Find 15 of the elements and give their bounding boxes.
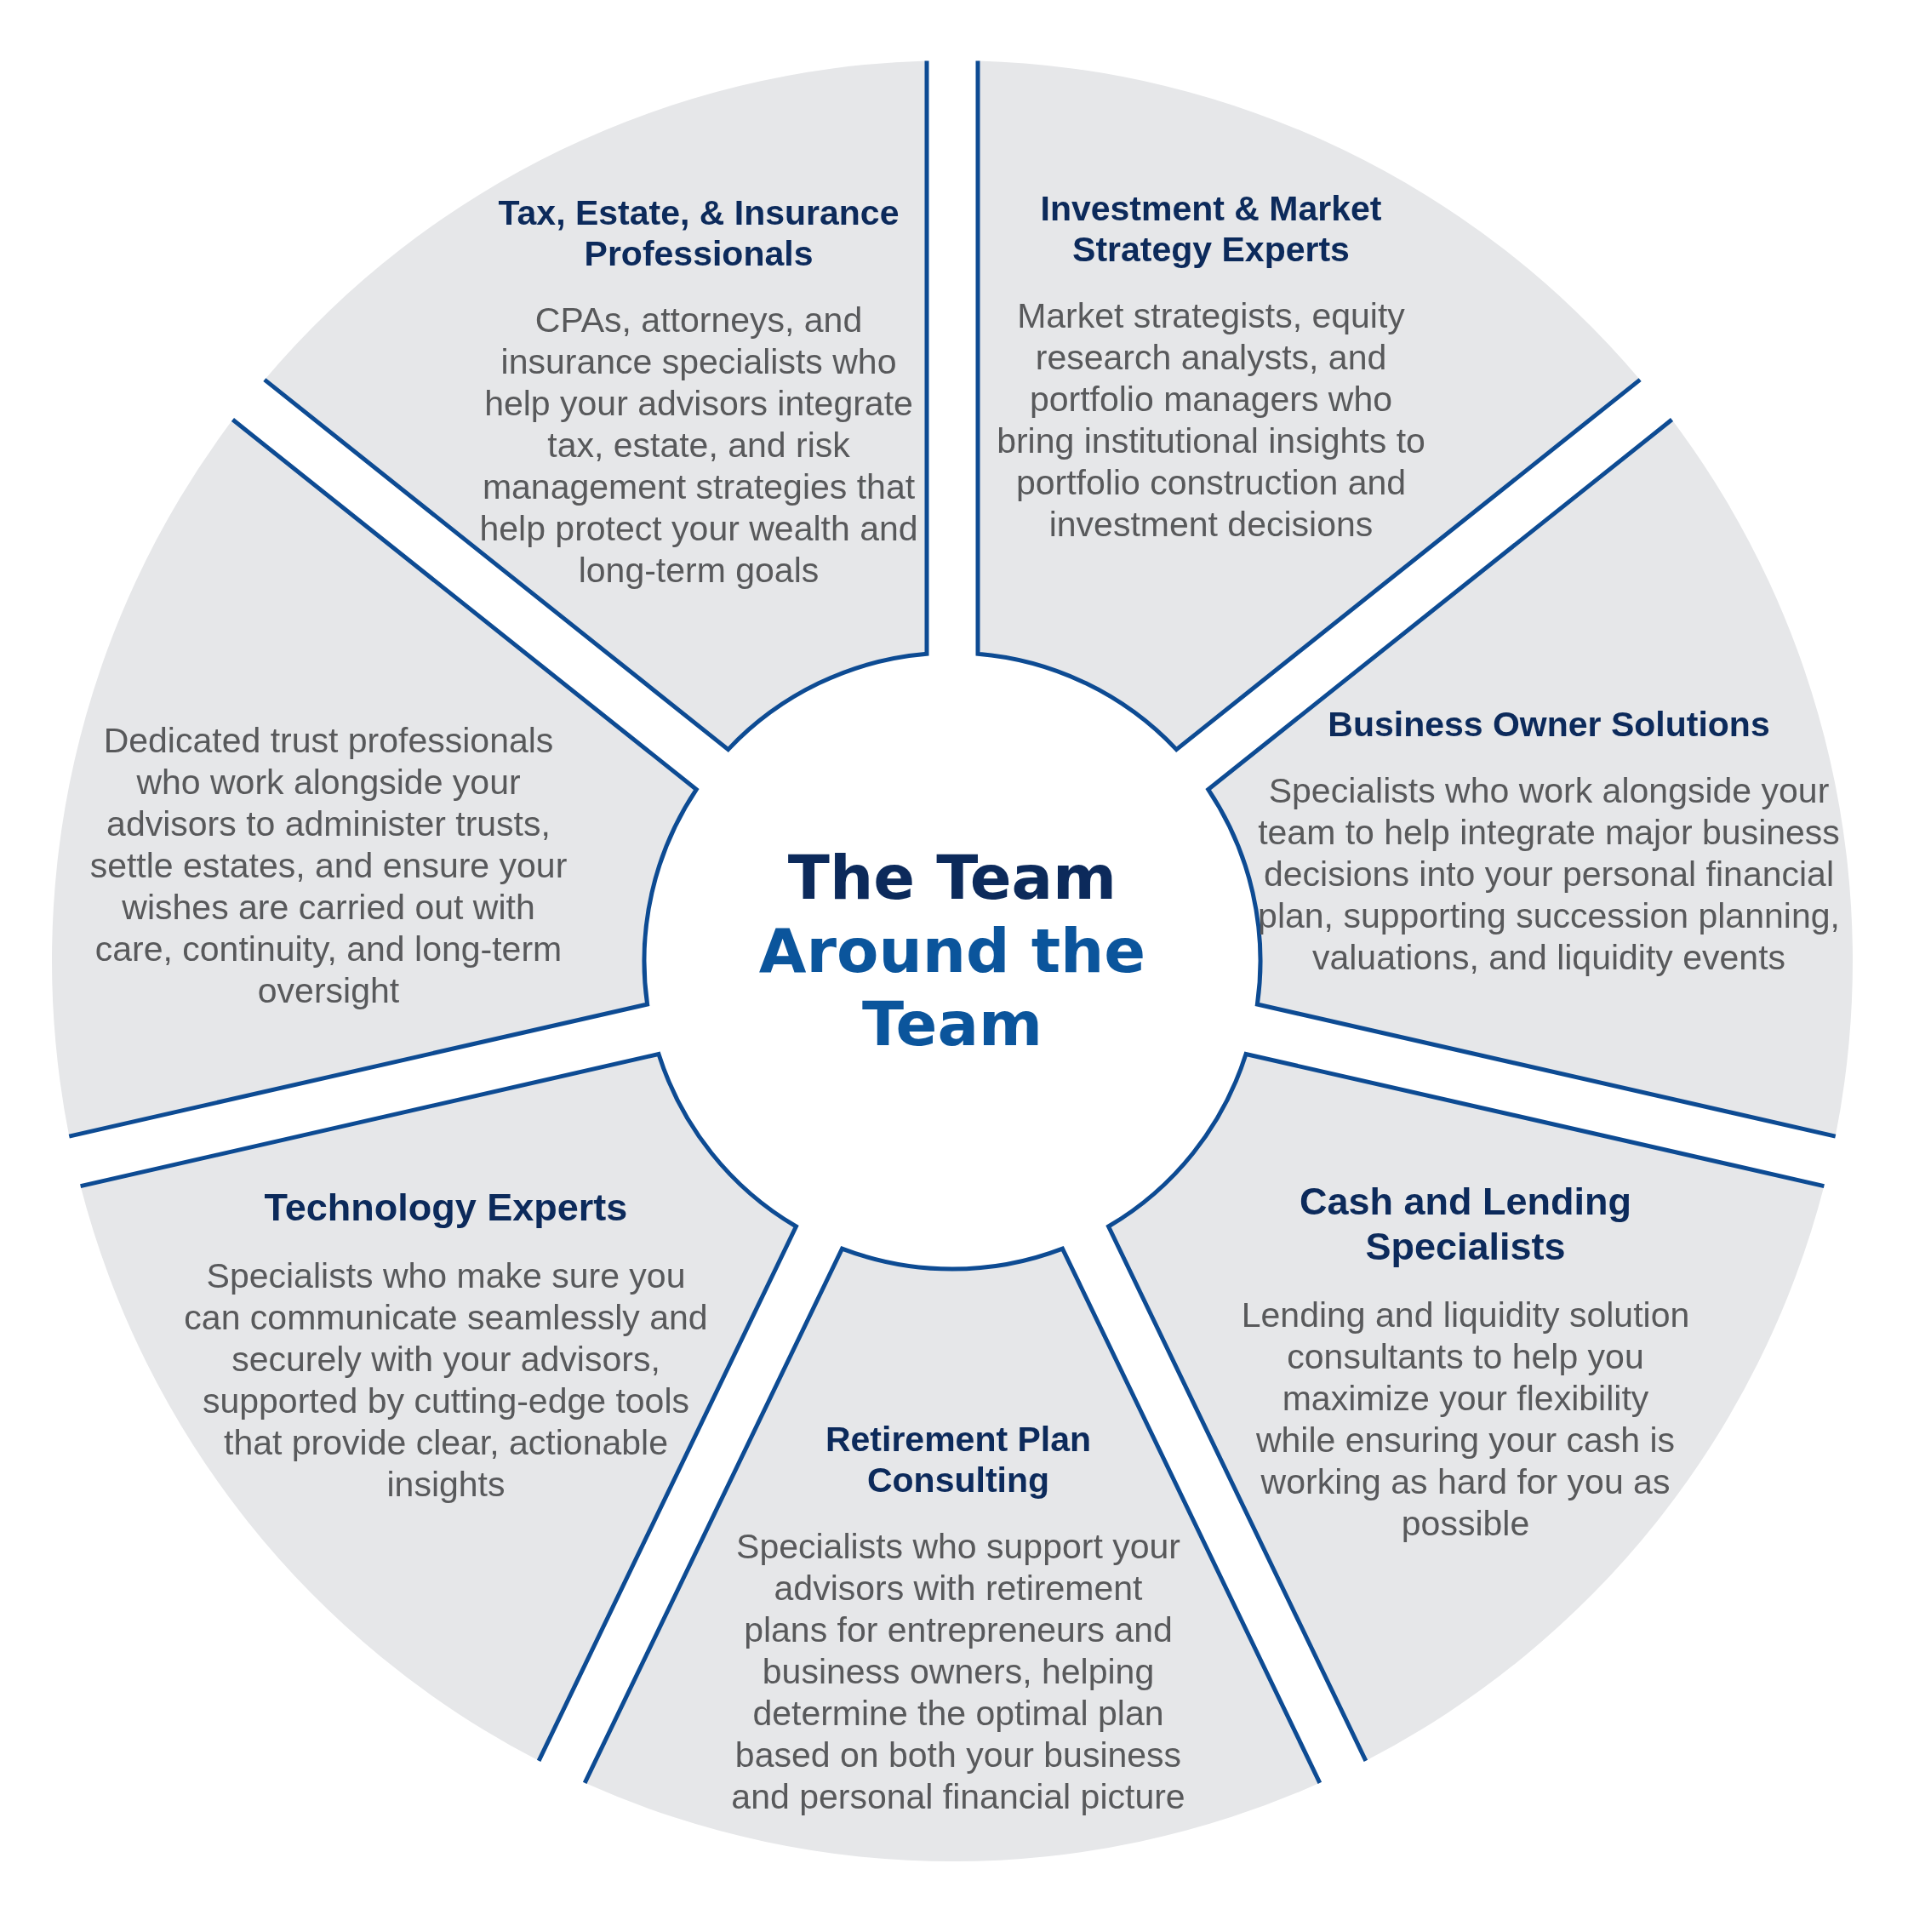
segment-description: Specialists who support your advisors with retirement plans for entrepreneurs and business owners, helping determine the optimal plan based on both your business and personal financial picture bbox=[730, 1526, 1186, 1818]
center-subtitle: Around the Team bbox=[757, 914, 1147, 1060]
segment-heading: Retirement Plan Consulting bbox=[824, 1419, 1093, 1500]
segment-heading: Cash and Lending Specialists bbox=[1299, 1179, 1632, 1269]
segment-description: Specialists who work alongside your team to help integrate major business decisions into your personal financial plan, supporting succession planning, valuations, and liquidity events bbox=[1257, 770, 1841, 979]
segment-heading: Business Owner Solutions bbox=[1327, 704, 1771, 745]
center-title: The Team bbox=[786, 841, 1118, 914]
segment-description: Specialists who make sure you can communicate seamlessly and securely with your advisors, supported by cutting-edge tools that provide clear, actionable insights bbox=[183, 1255, 709, 1506]
segment-description: Lending and liquidity solution consultants to help you maximize your flexibility while ensuring your cash is working as hard for you as possible bbox=[1240, 1295, 1691, 1545]
segment-heading: Tax, Estate, & Insurance Professionals bbox=[497, 192, 900, 274]
segment-description: Dedicated trust professionals who work alongside your advisors to administer trusts, settle estates, and ensure your wishes are carried out with care, continuity, and long-term oversight bbox=[89, 720, 568, 1012]
segment-heading: Investment & Market Strategy Experts bbox=[1039, 188, 1383, 270]
segment-description: CPAs, attorneys, and insurance specialists who help your advisors integrate tax, estate, and risk management strategies that help protect your wealth and long-term goals bbox=[478, 300, 919, 592]
segment-description: Market strategists, equity research analysts, and portfolio managers who bring institutional insights to portfolio construction and investment decisions bbox=[996, 295, 1426, 546]
segment-heading: Technology Experts bbox=[263, 1185, 629, 1230]
